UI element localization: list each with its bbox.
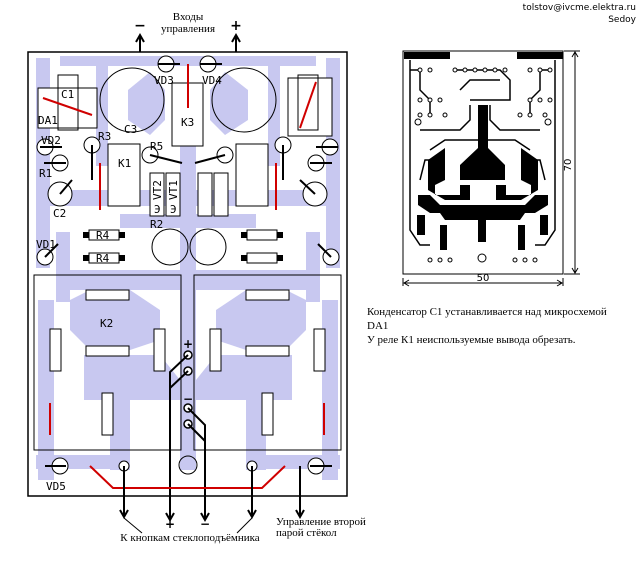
label-vd4: VD4: [202, 74, 222, 87]
label-r4-2: R4: [96, 252, 110, 265]
pcb-copper-view: [402, 50, 564, 275]
note-line-3: У реле К1 неиспользуемые вывода обрезать…: [367, 334, 576, 346]
right-capacitor: [297, 74, 319, 131]
vt1-transistor: [165, 172, 181, 217]
note-line-1: Конденсатор С1 устанавливается над микро…: [367, 306, 607, 318]
label-vt2-e: Э: [154, 203, 161, 216]
label-vt2: VT2: [151, 180, 164, 200]
pointer-lines: [123, 517, 253, 534]
second-pair-label-2: парой стёкол: [276, 527, 337, 539]
c1-jumper: [42, 97, 93, 116]
label-vt1: VT1: [167, 180, 180, 200]
label-r5: R5: [150, 140, 163, 153]
label-board-plus: +: [183, 337, 193, 351]
bottom-jumper: [89, 465, 286, 489]
pcb-dimensions: [402, 50, 580, 287]
pcb-height-label: 70: [563, 159, 574, 172]
right-k2-relay: [193, 274, 342, 451]
label-vd1: VD1: [36, 238, 56, 251]
label-r2: R2: [150, 218, 163, 231]
label-da1: DA1: [38, 114, 58, 127]
vt2-transistor: [149, 172, 165, 217]
copper-traces: [36, 56, 340, 480]
right-relay: [235, 143, 269, 207]
label-vd3: VD3: [154, 74, 174, 87]
second-pair-label-1: Управление второй: [276, 516, 366, 528]
label-k3: K3: [181, 116, 194, 129]
label-c1: C1: [61, 88, 74, 101]
input-plus-label: +: [230, 18, 242, 34]
r2-trimmer: [151, 228, 189, 266]
label-c3: C3: [124, 123, 137, 136]
right-jumper: [299, 81, 317, 129]
label-r3: R3: [98, 130, 111, 143]
inputs-title-line2: управления: [161, 23, 215, 35]
bottom-minus-label: −: [200, 517, 210, 531]
label-c2: C2: [53, 207, 66, 220]
note-line-2: DA1: [367, 320, 389, 332]
author-email: tolstov@ivcme.elektra.ru: [523, 3, 636, 13]
label-k1: K1: [118, 157, 131, 170]
label-r4-1: R4: [96, 229, 110, 242]
label-vd2: VD2: [41, 134, 61, 147]
label-k2: K2: [100, 317, 113, 330]
k1-relay: [107, 143, 141, 207]
da1-chip: [37, 87, 98, 129]
author-name: Sedoy: [608, 15, 636, 25]
right-chip: [287, 77, 333, 137]
label-vd5: VD5: [46, 480, 66, 493]
bottom-plus-label: +: [165, 517, 175, 531]
right-electrolytic-capacitor: [211, 67, 277, 133]
label-r1: R1: [39, 167, 52, 180]
label-vt1-e: Э: [170, 203, 177, 216]
input-minus-label: −: [134, 18, 146, 34]
pcb-width-label: 50: [477, 273, 490, 284]
mounting-hole: [178, 455, 198, 475]
inputs-title-line1: Входы: [173, 11, 204, 23]
c3-capacitor: [99, 67, 165, 133]
right-trimmer: [189, 228, 227, 266]
output-arrows: [119, 466, 305, 523]
buttons-label: К кнопкам стеклоподъёмника: [120, 532, 260, 544]
label-board-minus: −: [183, 392, 193, 406]
